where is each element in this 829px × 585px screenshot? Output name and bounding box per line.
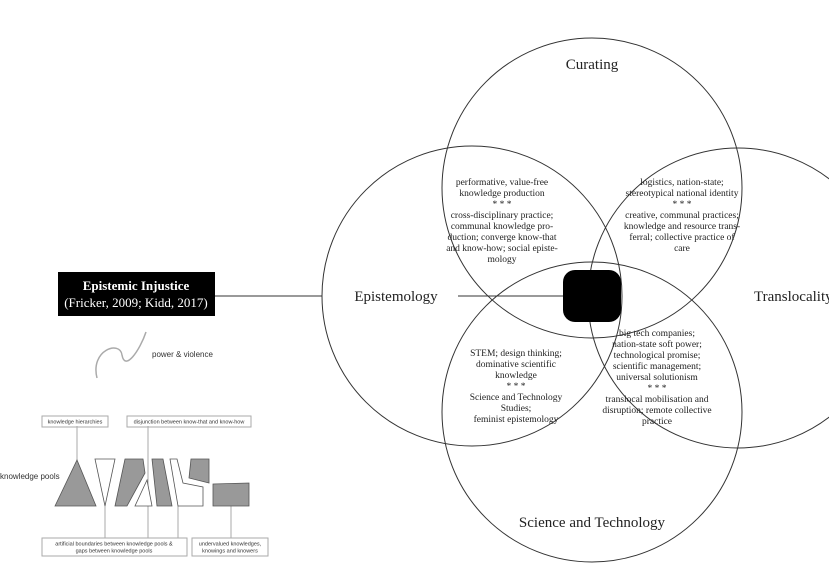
overlap-text-epi-cur: cross-disciplinary practice; [451,211,554,221]
overlap-text-sci-trans: nation-state soft power; [612,339,702,350]
overlap-text-epi-cur: communal knowledge pro- [451,222,553,232]
injustice-box [58,272,215,316]
injustice-citation: (Fricker, 2009; Kidd, 2017) [64,295,208,310]
injustice-title: Epistemic Injustice [83,278,190,293]
pool-shape [151,458,173,507]
overlap-text-sci-trans: big tech companies; [619,329,695,339]
pool-shape [134,478,153,507]
overlap-text-cur-trans: stereotypical national identity [626,189,739,199]
overlap-text-sci-trans: technological promise; [614,351,701,361]
overlap-text-epi-sci: feminist epistemology [474,414,559,425]
overlap-text-epi-cur: and know-how; social episte- [446,244,558,254]
boundaries-label-1: artificial boundaries between knowledge … [55,542,173,548]
overlap-text-epi-sci: knowledge [495,371,537,381]
undervalued-box [191,537,269,557]
overlap-text-cur-trans: care [674,244,690,254]
overlap-text-epi-cur: performative, value-free [456,177,548,188]
hierarchies-label: knowledge hierarchies [48,420,103,426]
overlap-text-epi-sci: STEM; design thinking; [470,349,562,359]
overlap-text-cur-trans: ferral; collective practice of [629,232,735,243]
overlap-text-epi-cur: knowledge production [459,189,544,199]
overlap-text-epi-sci: * * * [507,382,526,392]
pool-shape [188,458,210,484]
label-translocality: Translocality [754,289,829,305]
overlap-text-sci-trans: * * * [648,384,667,394]
label-epistemology: Epistemology [354,289,438,305]
knowledge-pools-label: knowledge pools [0,472,60,481]
overlap-text-cur-trans: knowledge and resource trans- [624,222,740,232]
overlap-text-epi-sci: Science and Technology [470,393,563,403]
circle-curating [441,37,743,339]
pool-shape [54,459,97,507]
undervalued-label-1: undervalued knowledges, [199,542,262,548]
overlap-text-cur-trans: creative, communal practices; [625,211,739,221]
disjunction-box [126,415,252,428]
overlap-text-epi-sci: dominative scientific [476,359,556,370]
pool-shape [114,458,146,507]
label-science: Science and Technology [519,515,666,531]
label-curating: Curating [566,57,619,73]
circle-science [441,261,743,563]
overlap-text-sci-trans: universal solutionism [616,373,698,383]
boundaries-label-2: gaps between knowledge pools [76,549,153,555]
squiggle-power [95,331,147,379]
center-black-square [563,270,621,322]
power-violence-label: power & violence [152,350,213,359]
overlap-text-cur-trans: * * * [673,200,692,210]
pool-shape [212,482,250,507]
boundaries-box [41,537,188,557]
overlap-text-sci-trans: translocal mobilisation and [606,395,709,405]
overlap-text-sci-trans: practice [642,417,672,427]
disjunction-label: disjunction between know-that and know-h… [134,420,245,426]
overlap-text-epi-cur: mology [487,255,516,265]
overlap-text-cur-trans: logistics, nation-state; [640,178,723,188]
pool-shape [94,458,116,507]
overlap-text-epi-cur: duction; converge know-that [447,233,556,243]
pool-shape [169,458,204,507]
undervalued-label-2: knowings and knowers [202,549,258,555]
hierarchies-box [41,415,109,428]
overlap-text-epi-sci: Studies; [501,404,532,414]
overlap-text-sci-trans: scientific management; [613,361,701,372]
overlap-text-epi-cur: * * * [493,200,512,210]
overlap-text-sci-trans: disruption; remote collective [602,406,711,416]
